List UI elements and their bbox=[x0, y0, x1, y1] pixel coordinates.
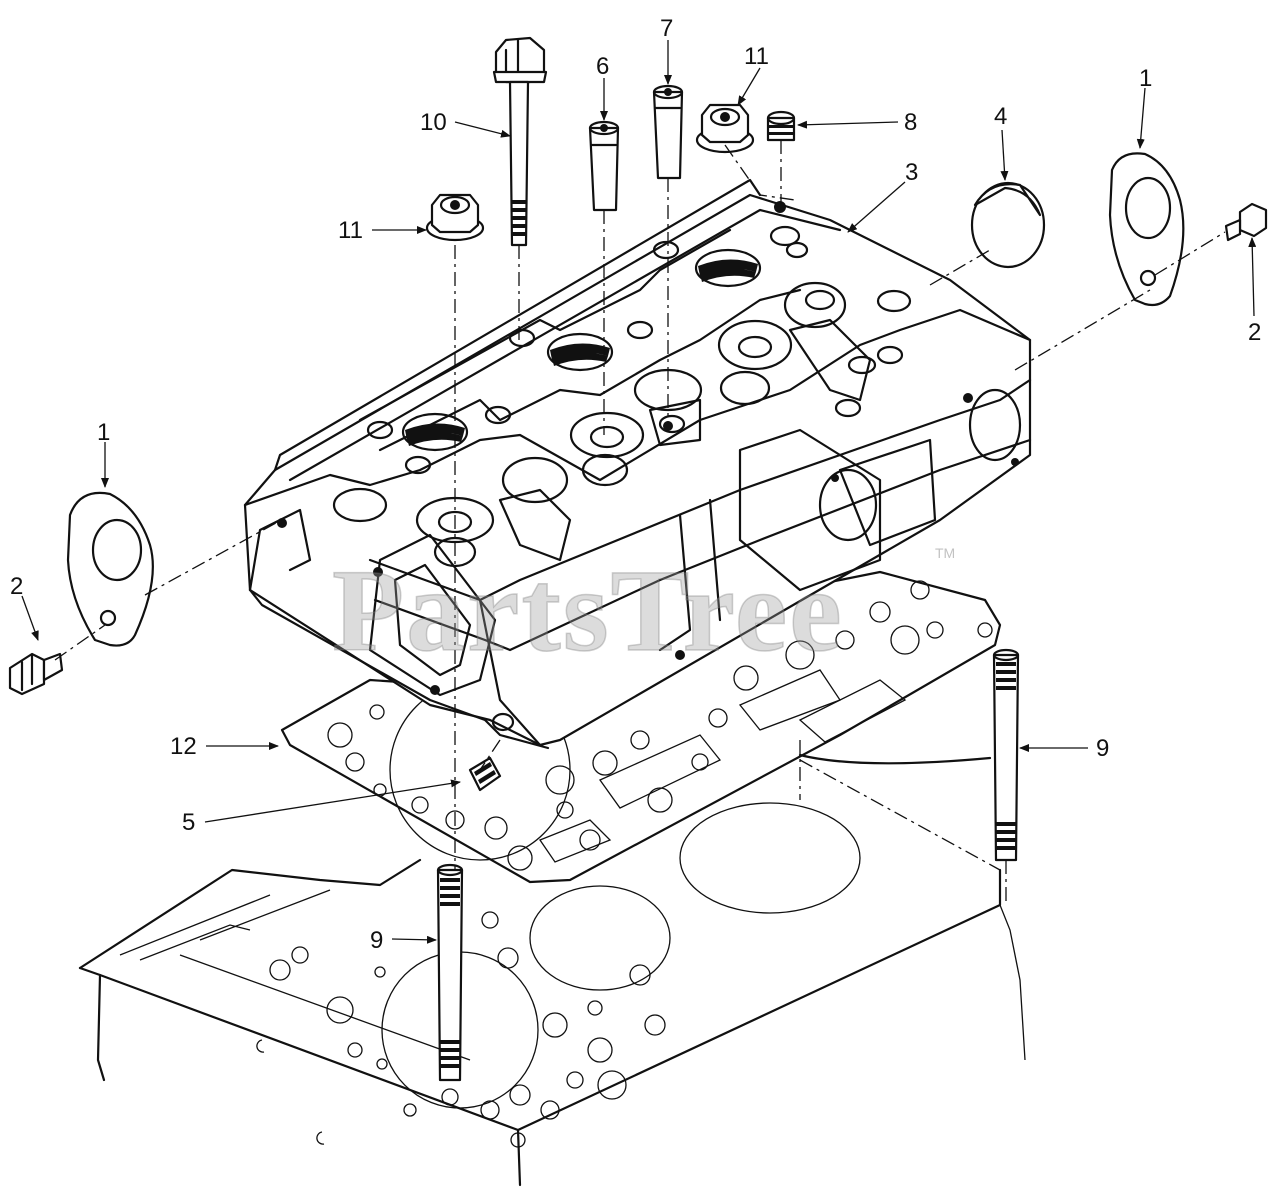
callout-9-right: 9 bbox=[1096, 735, 1109, 762]
callout-4: 4 bbox=[994, 103, 1007, 130]
part-4-cap-plug bbox=[970, 181, 1046, 269]
part-8-plug bbox=[766, 110, 796, 142]
callout-12: 12 bbox=[170, 733, 197, 760]
part-1-right-lifting-plate bbox=[1108, 152, 1185, 307]
part-9-right-stud bbox=[992, 648, 1020, 862]
callout-7: 7 bbox=[660, 15, 673, 42]
part-2-left-bolt bbox=[8, 652, 64, 696]
watermark-tm: TM bbox=[935, 545, 955, 561]
callout-2-left: 2 bbox=[10, 573, 23, 600]
callout-1-right: 1 bbox=[1139, 65, 1152, 92]
watermark: PartsTree TM bbox=[331, 544, 955, 677]
callout-9-left: 9 bbox=[370, 927, 383, 954]
assembly-centerlines bbox=[54, 140, 1226, 905]
part-1-left-lifting-plate bbox=[66, 491, 154, 647]
part-10-head-bolt bbox=[492, 36, 548, 247]
watermark-text: PartsTree bbox=[332, 545, 844, 676]
engine-block bbox=[78, 802, 1026, 1187]
callout-11-top: 11 bbox=[744, 43, 769, 70]
part-9-left-stud bbox=[436, 863, 464, 1082]
callout-10: 10 bbox=[420, 109, 447, 136]
callout-1-left: 1 bbox=[97, 419, 110, 446]
part-11-top-nut bbox=[695, 103, 755, 154]
callout-5: 5 bbox=[182, 809, 195, 836]
callout-11-left: 11 bbox=[338, 217, 363, 244]
part-7-valve-guide bbox=[652, 84, 684, 180]
callout-6: 6 bbox=[596, 53, 609, 80]
part-6-valve-guide bbox=[588, 120, 620, 212]
callout-8: 8 bbox=[904, 109, 917, 136]
callout-leaders bbox=[21, 40, 1257, 944]
callout-2-right: 2 bbox=[1248, 319, 1261, 346]
callout-3: 3 bbox=[905, 159, 918, 186]
part-11-left-nut bbox=[425, 193, 485, 242]
part-2-right-bolt bbox=[1224, 202, 1268, 242]
callout-labels: 1 1 2 2 3 4 5 6 7 8 9 9 10 11 11 12 bbox=[10, 15, 1261, 954]
part-5-dowel-pin bbox=[468, 712, 515, 792]
